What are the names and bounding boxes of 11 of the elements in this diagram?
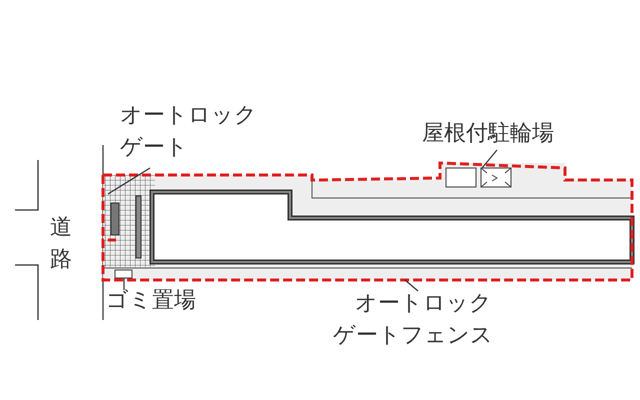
leader-line xyxy=(108,167,150,195)
callout-text: オートロックゲートフェンス xyxy=(333,288,509,352)
leader-line xyxy=(404,280,418,292)
leader-line xyxy=(482,150,498,168)
callout-text: オートロックゲート xyxy=(120,100,270,164)
leader-line xyxy=(123,278,125,290)
callout-text: ゴミ置場 xyxy=(106,285,226,317)
road-label: 道路 xyxy=(50,214,73,274)
bicycle-parking-symbol xyxy=(480,168,512,188)
garbage-area-box xyxy=(114,270,132,278)
callout-text: 屋根付駐輪場 xyxy=(422,118,592,150)
